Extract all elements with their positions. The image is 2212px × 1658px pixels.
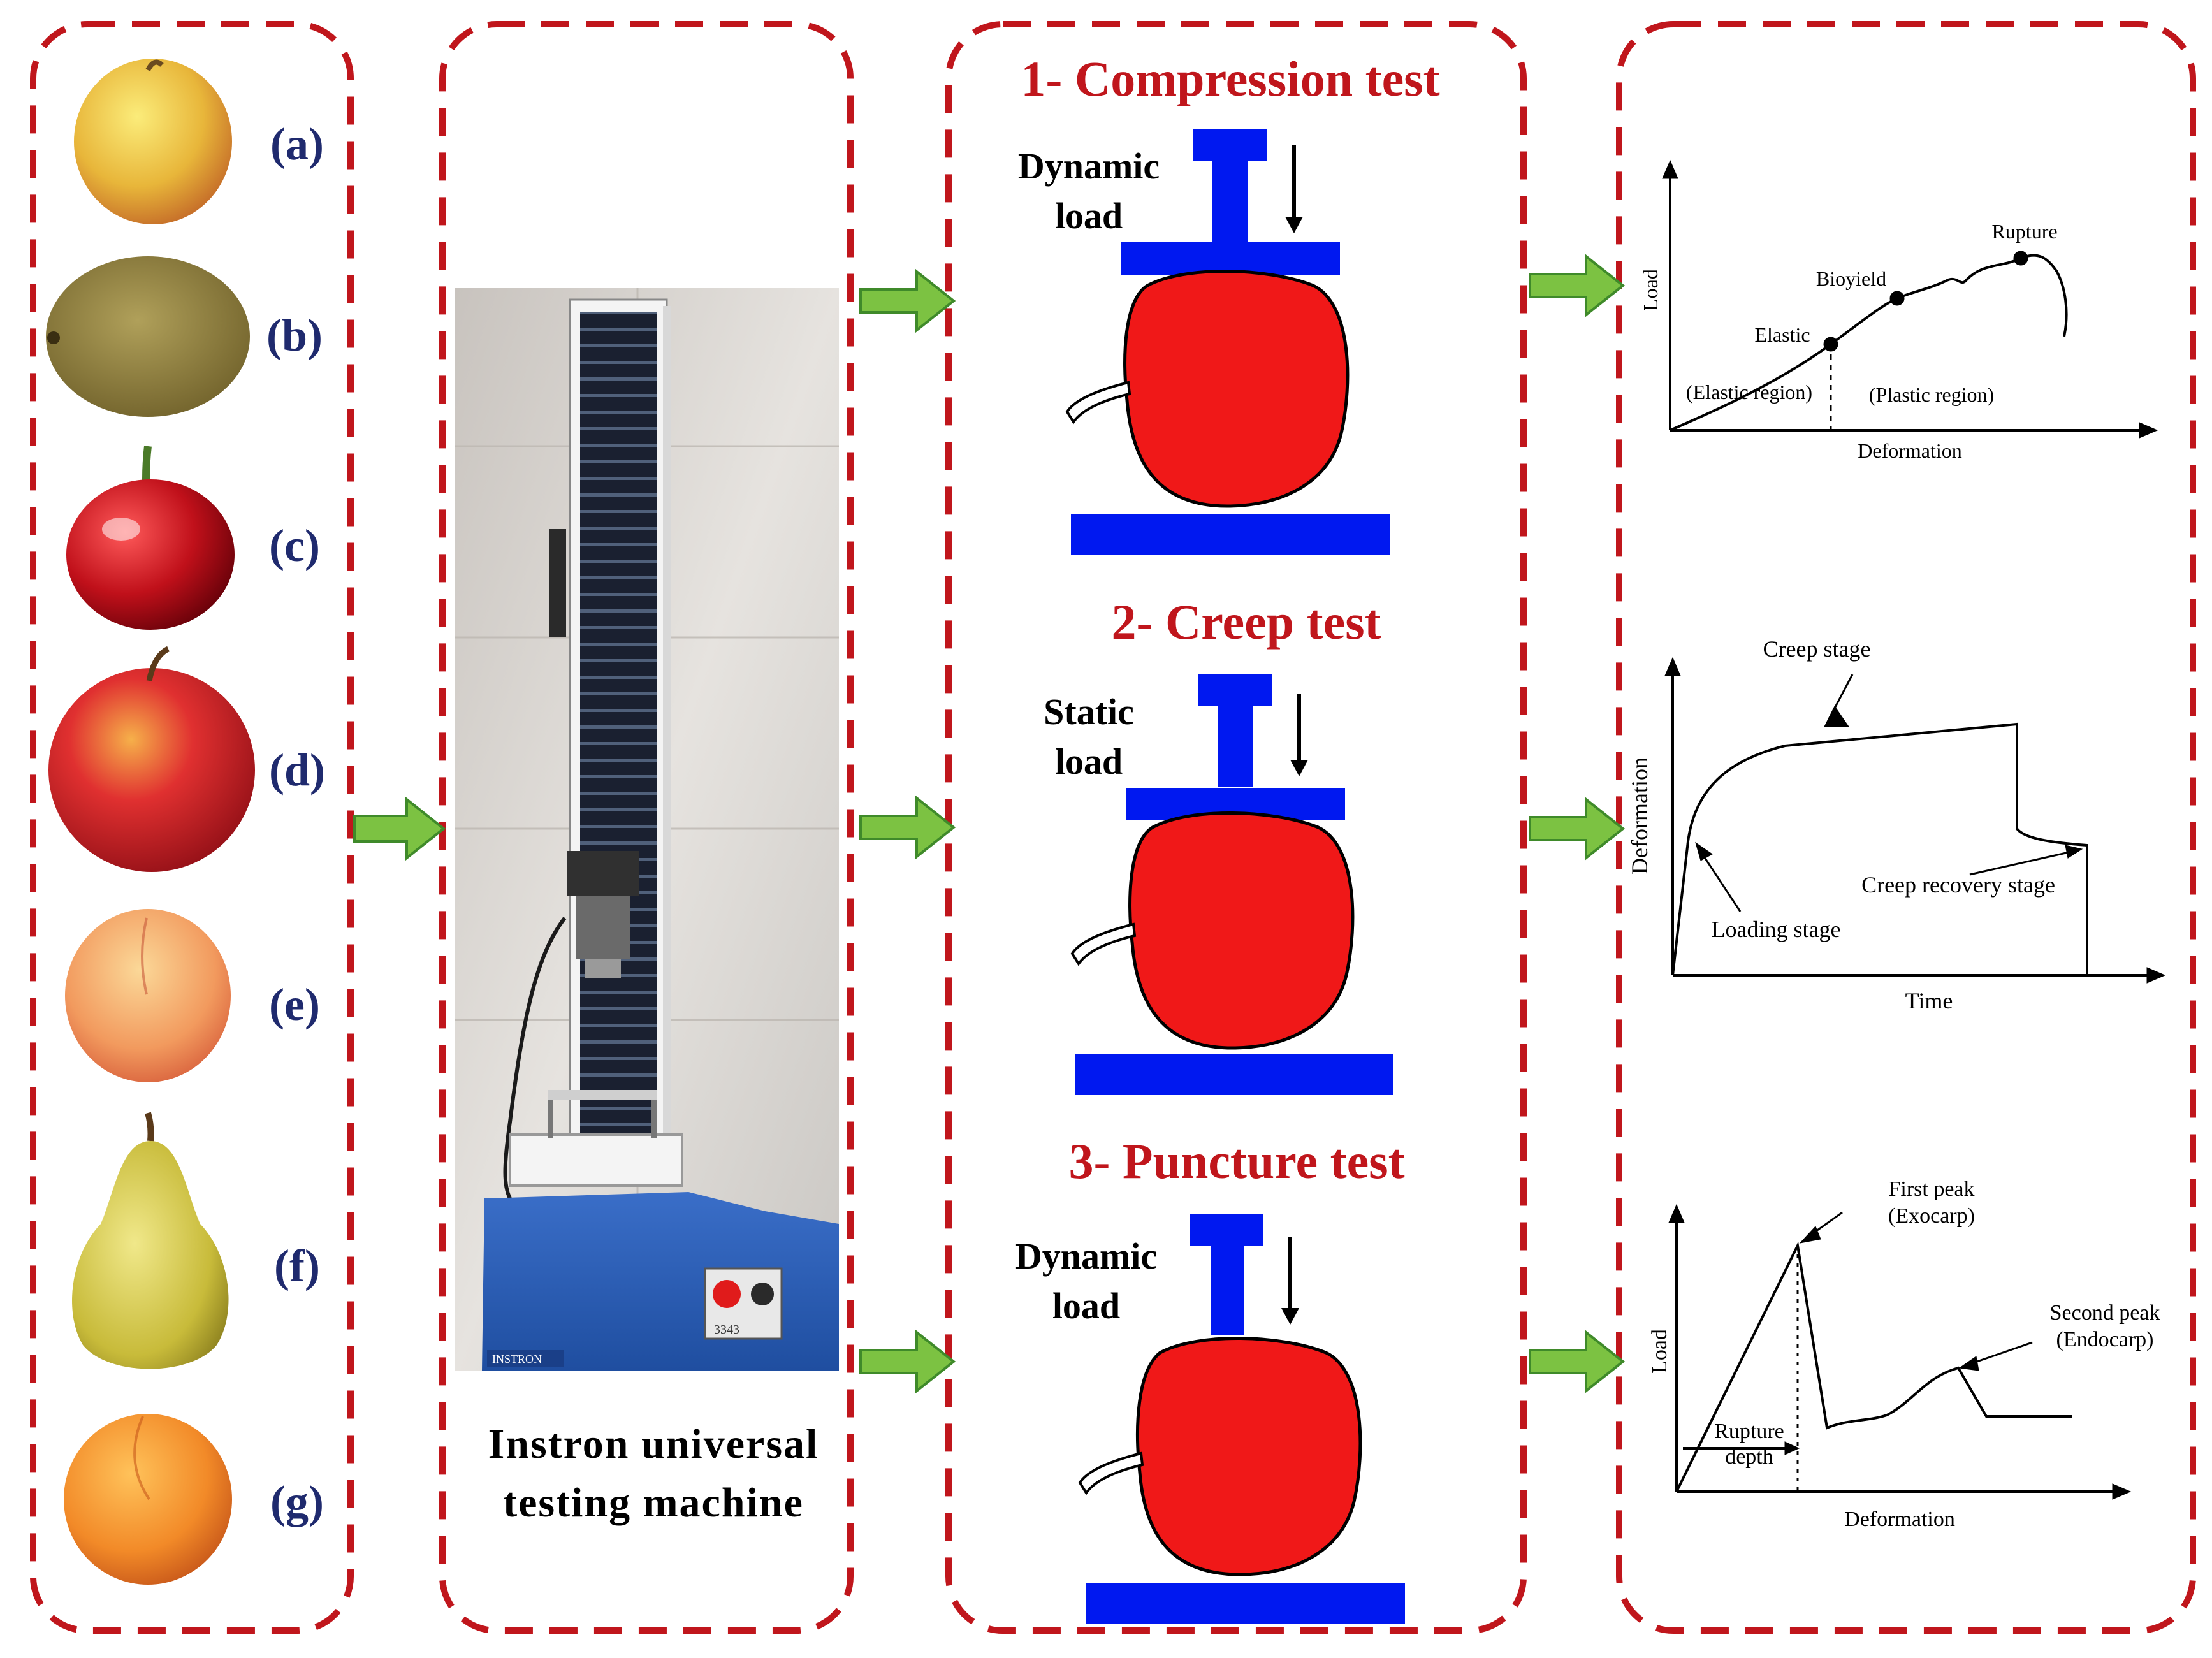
- compression-xlabel: Deformation: [1858, 439, 1962, 462]
- creep-load-line1: Static: [1044, 691, 1134, 732]
- rupture-depth-label-line2: depth: [1725, 1445, 1773, 1469]
- fruit-labels: (a) (b) (c) (d) (e) (f) (g): [266, 119, 325, 1527]
- fruit-kiwi: [46, 256, 250, 417]
- machine-caption-line2: testing machine: [503, 1480, 804, 1526]
- rupture-point-label: Rupture: [1991, 220, 2057, 243]
- puncture-load-line2: load: [1052, 1285, 1120, 1327]
- arrow-machine-to-compression: [859, 268, 956, 333]
- control-knob-icon: [751, 1283, 774, 1305]
- fruit-label-b: (b): [266, 310, 323, 361]
- compression-test-title: 1- Compression test: [1021, 51, 1439, 106]
- fruit-label-g: (g): [270, 1476, 324, 1527]
- emergency-stop-icon: [713, 1280, 741, 1308]
- fruit-cherry: [66, 446, 235, 630]
- creep-graph-text: Time Deformation Creep stage Loading sta…: [1627, 636, 2055, 1014]
- fruit-label-a: (a): [270, 119, 324, 170]
- machine-caption-line1: Instron universal: [488, 1421, 819, 1467]
- puncture-curve: [1675, 1241, 2072, 1492]
- tests-panel-frame: [945, 21, 1527, 1634]
- machine-brand-text: INSTRON: [492, 1353, 542, 1365]
- puncture-xlabel: Deformation: [1844, 1508, 1955, 1531]
- creep-ylabel: Deformation: [1627, 757, 1652, 875]
- creep-curve: [1671, 722, 2088, 976]
- puncture-graph: [1668, 1204, 2132, 1500]
- fruit-apricot: [64, 1414, 232, 1585]
- arrow-puncture-to-graph: [1529, 1329, 1626, 1394]
- compression-load-line2: load: [1055, 195, 1123, 236]
- compression-test-illustration: Dynamic load: [1018, 129, 1390, 555]
- test-titles: 1- Compression test 2- Creep test 3- Pun…: [1021, 51, 1439, 1189]
- fruit-apple-yellow: [74, 59, 232, 224]
- creep-recovery-stage-label: Creep recovery stage: [1861, 872, 2055, 898]
- plastic-region-label: (Plastic region): [1869, 383, 1994, 406]
- fruit-peach: [65, 909, 231, 1082]
- loading-stage-label: Loading stage: [1712, 917, 1841, 942]
- puncture-ylabel: Load: [1648, 1329, 1671, 1374]
- puncture-test-title: 3- Puncture test: [1068, 1133, 1404, 1189]
- compression-load-line1: Dynamic: [1018, 145, 1160, 187]
- arrow-machine-to-puncture: [859, 1329, 956, 1394]
- compression-ylabel: Load: [1639, 269, 1662, 311]
- arrow-creep-to-graph: [1529, 796, 1626, 861]
- fruits-panel-frame: [30, 21, 354, 1634]
- panel-frames: [30, 21, 2196, 1634]
- puncture-test-illustration: Dynamic load: [1015, 1214, 1405, 1624]
- compression-curve: [1670, 254, 2068, 432]
- flow-arrows: [353, 253, 1626, 1394]
- creep-stage-label: Creep stage: [1763, 636, 1871, 662]
- arrow-fruits-to-machine: [353, 796, 446, 861]
- fruit-label-f: (f): [274, 1240, 320, 1291]
- fruit-label-e: (e): [269, 979, 320, 1030]
- compression-graph-text: Deformation Load Elastic Bioyield Ruptur…: [1639, 220, 2058, 462]
- arrow-machine-to-creep: [859, 795, 956, 860]
- compression-graph: [1662, 159, 2158, 439]
- creep-xlabel: Time: [1905, 988, 1953, 1014]
- creep-load-line2: load: [1055, 741, 1123, 782]
- second-peak-label-line2: (Endocarp): [2056, 1328, 2154, 1351]
- creep-test-title: 2- Creep test: [1111, 594, 1381, 650]
- first-peak-label-line2: (Exocarp): [1888, 1204, 1975, 1228]
- second-peak-label-line1: Second peak: [2050, 1301, 2160, 1325]
- rupture-depth-label-line1: Rupture: [1714, 1420, 1784, 1443]
- machine-caption: Instron universal testing machine: [456, 1415, 851, 1532]
- fruit-label-c: (c): [269, 520, 320, 571]
- machine-control-text: 3343: [714, 1323, 739, 1337]
- bioyield-point-label: Bioyield: [1816, 267, 1886, 290]
- first-peak-label-line1: First peak: [1888, 1177, 1974, 1201]
- graphs-panel-frame: [1616, 21, 2196, 1634]
- puncture-graph-text: Deformation Load First peak (Exocarp) Se…: [1648, 1177, 2160, 1531]
- creep-test-illustration: Static load: [1044, 674, 1393, 1095]
- arrow-compression-to-graph: [1529, 253, 1626, 318]
- creep-graph: [1664, 657, 2166, 984]
- puncture-load-line1: Dynamic: [1015, 1235, 1157, 1277]
- fruit-pear: [72, 1112, 229, 1369]
- fruit-label-d: (d): [269, 745, 325, 796]
- machine-photo: 3343 INSTRON: [455, 288, 839, 1371]
- elastic-point-label: Elastic: [1754, 323, 1810, 346]
- elastic-region-label: (Elastic region): [1686, 381, 1812, 404]
- fruit-apple-red: [48, 646, 255, 872]
